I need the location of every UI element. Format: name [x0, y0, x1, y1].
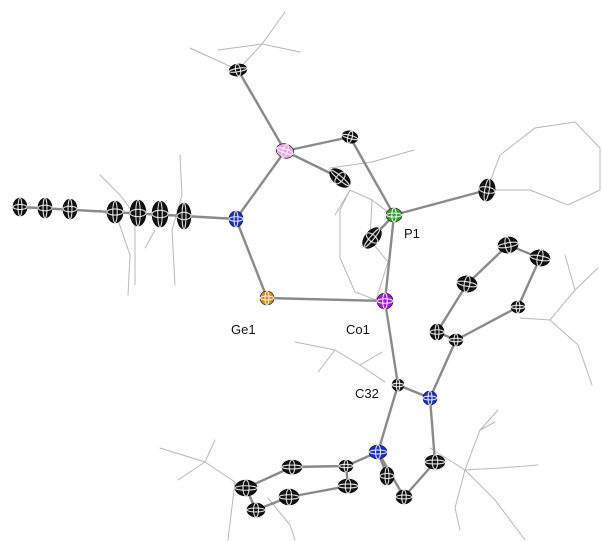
carbon-atom — [228, 63, 248, 77]
germanium-atom — [259, 290, 275, 306]
carbon-atom — [129, 199, 147, 227]
cobalt-atom — [376, 292, 394, 310]
carbon-atom — [329, 168, 351, 188]
carbon-atom — [391, 378, 405, 392]
carbon-atom — [529, 249, 551, 267]
carbon-atom — [338, 459, 354, 473]
carbon-atom — [456, 275, 478, 293]
carbon-atom — [151, 200, 169, 228]
thermal-ellipsoids — [12, 63, 551, 518]
carbon-atom — [395, 489, 413, 505]
carbon-atom — [62, 198, 78, 220]
carbon-atom — [379, 466, 395, 486]
carbon-atom — [12, 197, 28, 217]
label-ge1: Ge1 — [231, 322, 256, 337]
carbon-atom — [37, 197, 53, 219]
wireframe-substituents — [99, 11, 601, 541]
carbon-atom — [234, 479, 258, 497]
carbon-atom — [429, 323, 445, 341]
carbon-atom — [106, 200, 124, 224]
carbon-atom — [176, 202, 192, 230]
carbon-atom — [278, 488, 300, 506]
carbon-atom — [246, 502, 266, 518]
carbon-atom — [510, 300, 526, 314]
atom-labels: Ge1 Co1 P1 C32 — [231, 226, 420, 401]
carbon-atom — [281, 459, 303, 475]
carbon-atom — [424, 454, 446, 470]
nitrogen-atom — [228, 210, 244, 228]
nitrogen-atom — [422, 390, 438, 406]
phosphorus-atom — [385, 207, 403, 223]
carbon-atom — [337, 478, 359, 494]
nitrogen-atom — [368, 444, 388, 460]
label-c32: C32 — [355, 386, 379, 401]
label-co1: Co1 — [346, 322, 370, 337]
carbon-atom — [478, 178, 496, 202]
carbon-atom — [362, 227, 382, 249]
carbon-atom — [341, 130, 359, 144]
carbon-atom — [497, 236, 519, 254]
carbon-atom — [448, 333, 464, 347]
label-p1: P1 — [404, 226, 420, 241]
silicon-atom — [275, 143, 295, 159]
